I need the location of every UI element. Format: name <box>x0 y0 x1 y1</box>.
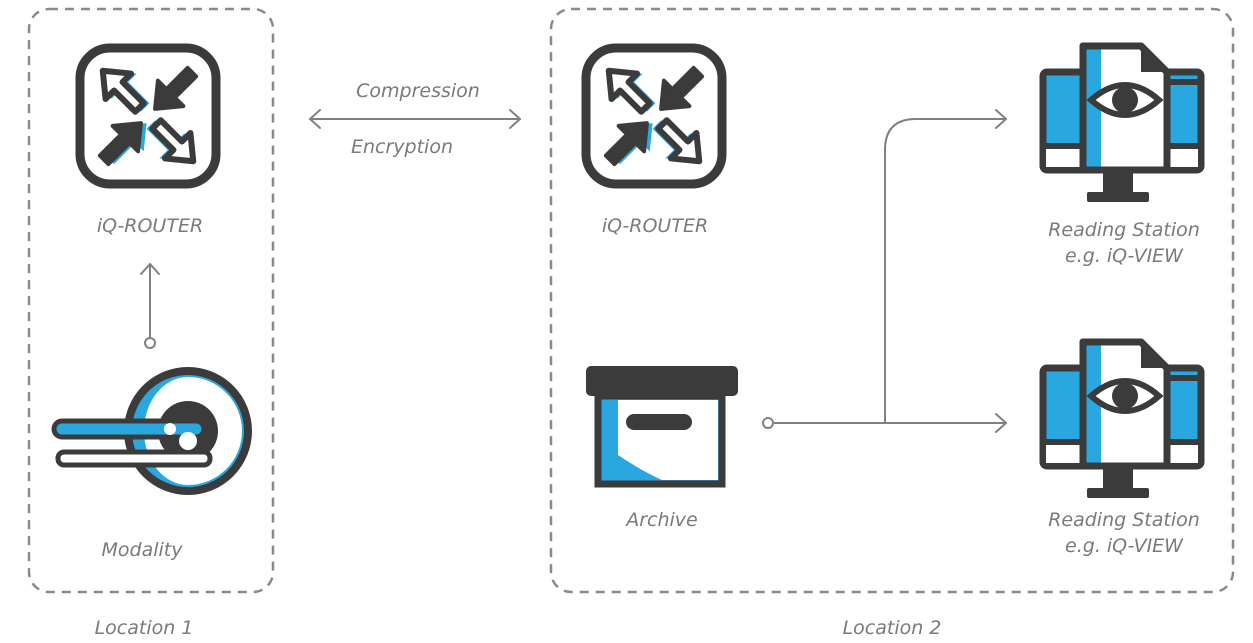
link-label-compression: Compression <box>356 80 480 102</box>
archive-box-icon <box>586 366 738 488</box>
router-2-label: iQ-ROUTER <box>601 215 709 237</box>
modality-connector <box>140 263 160 349</box>
location-2-frame <box>549 7 1235 594</box>
station-1-label-line1: Reading Station <box>1048 219 1200 241</box>
router-1-label: iQ-ROUTER <box>96 215 204 237</box>
station-1-monitor-eye-icon <box>1043 46 1201 202</box>
archive-connectors <box>762 109 1007 433</box>
station-2-label-line1: Reading Station <box>1048 509 1200 531</box>
modality-scanner-icon <box>51 367 252 495</box>
station-2-label-line2: e.g. iQ-VIEW <box>1065 535 1183 557</box>
router-1-icon <box>80 48 216 184</box>
link-arrow <box>309 109 521 129</box>
modality-label: Modality <box>101 539 183 561</box>
location-1-frame <box>27 7 275 594</box>
router-2-icon <box>586 48 722 184</box>
station-1-label: Reading Station e.g. iQ-VIEW <box>1014 217 1234 269</box>
link-label-encryption: Encryption <box>350 136 453 158</box>
station-2-label: Reading Station e.g. iQ-VIEW <box>1014 507 1234 559</box>
location-2-label: Location 2 <box>842 617 942 639</box>
station-1-label-line2: e.g. iQ-VIEW <box>1065 245 1183 267</box>
location-1-label: Location 1 <box>94 617 194 639</box>
archive-label: Archive <box>626 509 698 531</box>
station-2-monitor-eye-icon <box>1043 342 1201 498</box>
